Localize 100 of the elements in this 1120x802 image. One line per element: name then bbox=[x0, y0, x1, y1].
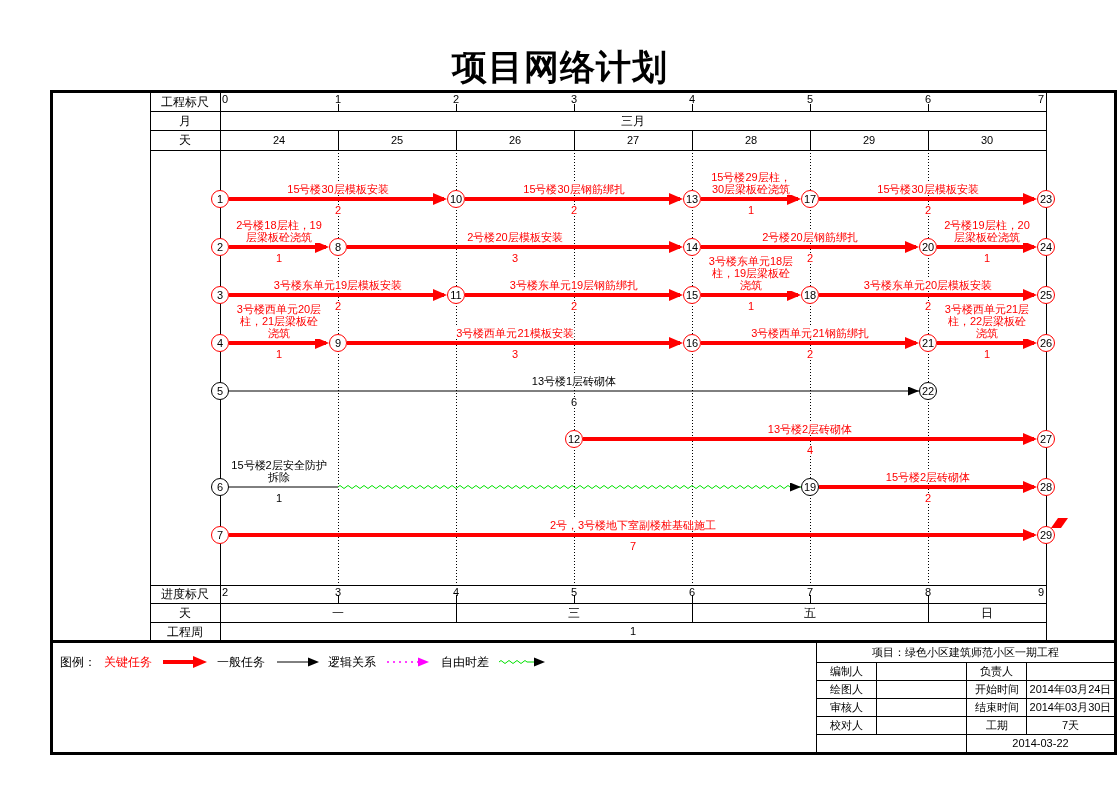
duration-number: 6 bbox=[569, 396, 579, 408]
task-label: 13号楼2层砖砌体 bbox=[766, 423, 854, 435]
task-label: 3号楼西单元21模板安装 bbox=[455, 327, 575, 339]
scale-number: 2 bbox=[452, 94, 460, 105]
task-label: 3号楼东单元20层模板安装 bbox=[862, 279, 994, 291]
arrow bbox=[701, 241, 919, 253]
duration-number: 2 bbox=[923, 492, 933, 504]
task-label: 13号楼1层砖砌体 bbox=[530, 375, 618, 387]
arrow bbox=[229, 193, 447, 205]
day-number: 27 bbox=[626, 134, 640, 146]
duration-number: 1 bbox=[274, 348, 284, 360]
arrow bbox=[228, 386, 920, 396]
duration-number: 1 bbox=[982, 348, 992, 360]
day-number: 28 bbox=[744, 134, 758, 146]
scale-number: 8 bbox=[924, 586, 932, 598]
duration-number: 2 bbox=[569, 204, 579, 216]
week-number: 1 bbox=[629, 626, 637, 637]
arrow bbox=[347, 337, 683, 349]
form-label: 编制人 bbox=[816, 662, 876, 680]
project-title: 项目：绿色小区建筑师范小区一期工程 bbox=[816, 643, 1114, 662]
scale-number: 1 bbox=[334, 94, 342, 105]
legend-label: 自由时差 bbox=[441, 655, 489, 669]
duration-number: 1 bbox=[274, 492, 284, 504]
scale-number: 6 bbox=[924, 94, 932, 105]
form-label: 审核人 bbox=[816, 698, 876, 716]
scale-number: 2 bbox=[222, 586, 229, 598]
arrow bbox=[819, 289, 1037, 301]
arrow bbox=[347, 241, 683, 253]
form-label: 校对人 bbox=[816, 716, 876, 734]
scale-number: 4 bbox=[688, 94, 696, 105]
form-label: 结束时间 bbox=[966, 698, 1026, 716]
row-label: 月 bbox=[179, 114, 191, 127]
weekday-label: 一 bbox=[332, 606, 344, 619]
weekday-label: 五 bbox=[804, 606, 816, 619]
duration-number: 2 bbox=[805, 252, 815, 264]
duration-number: 1 bbox=[274, 252, 284, 264]
form-label: 绘图人 bbox=[816, 680, 876, 698]
duration-number: 3 bbox=[510, 252, 520, 264]
form-value: 2014年03月30日 bbox=[1026, 698, 1114, 716]
task-label: 2号，3号楼地下室副楼桩基础施工 bbox=[548, 519, 718, 531]
row-label: 天 bbox=[179, 134, 191, 146]
duration-number: 1 bbox=[746, 300, 756, 312]
form-value: 2014年03月24日 bbox=[1026, 680, 1114, 698]
arrow bbox=[229, 529, 1037, 541]
scale-number: 0 bbox=[222, 94, 229, 105]
arrow bbox=[701, 289, 801, 301]
task-label: 3号楼西单元21层柱，22层梁板砼浇筑 bbox=[943, 303, 1031, 339]
arrow bbox=[701, 337, 919, 349]
form-label: 负责人 bbox=[966, 662, 1026, 680]
duration-number: 2 bbox=[333, 300, 343, 312]
weekday-label: 日 bbox=[981, 606, 993, 619]
weekday-label: 三 bbox=[568, 606, 580, 619]
task-label: 15号楼30层模板安装 bbox=[876, 183, 980, 195]
task-label: 3号楼东单元18层柱，19层梁板砼浇筑 bbox=[707, 255, 795, 291]
form-value: 7天 bbox=[1026, 716, 1114, 734]
scale-number: 7 bbox=[806, 586, 814, 598]
duration-number: 7 bbox=[628, 540, 638, 552]
duration-number: 2 bbox=[805, 348, 815, 360]
day-number: 24 bbox=[272, 134, 286, 146]
arrow bbox=[819, 193, 1037, 205]
arrow bbox=[819, 481, 1037, 493]
arrow bbox=[937, 337, 1037, 349]
arrow bbox=[229, 337, 329, 349]
arrow bbox=[228, 482, 802, 492]
arrow bbox=[701, 193, 801, 205]
duration-number: 1 bbox=[746, 204, 756, 216]
arrow bbox=[229, 241, 329, 253]
task-label: 2号楼20层钢筋绑扎 bbox=[761, 231, 859, 243]
scale-number: 7 bbox=[1037, 94, 1044, 105]
arrow bbox=[937, 241, 1037, 253]
diagram-title: 项目网络计划 bbox=[452, 47, 668, 89]
scale-number: 5 bbox=[806, 94, 814, 105]
day-number: 26 bbox=[508, 134, 522, 146]
task-label: 3号楼西单元21钢筋绑扎 bbox=[750, 327, 870, 339]
task-label: 3号楼东单元19层模板安装 bbox=[272, 279, 404, 291]
scale-number: 3 bbox=[570, 94, 578, 105]
duration-number: 2 bbox=[923, 300, 933, 312]
task-label: 2号楼20层模板安装 bbox=[466, 231, 564, 243]
arrow bbox=[465, 193, 683, 205]
duration-number: 4 bbox=[805, 444, 815, 456]
day-number: 25 bbox=[390, 134, 404, 146]
duration-number: 2 bbox=[569, 300, 579, 312]
task-label: 2号楼18层柱，19层梁板砼浇筑 bbox=[235, 219, 323, 243]
task-label: 15号楼30层钢筋绑扎 bbox=[522, 183, 626, 195]
row-label: 进度标尺 bbox=[161, 588, 209, 600]
day-number: 30 bbox=[980, 134, 994, 146]
arrow bbox=[465, 289, 683, 301]
scale-number: 9 bbox=[1037, 586, 1044, 598]
date-stamp: 2014-03-22 bbox=[966, 734, 1114, 752]
scale-number: 4 bbox=[452, 586, 460, 598]
task-label: 15号楼30层模板安装 bbox=[286, 183, 390, 195]
row-label: 工程周 bbox=[167, 625, 203, 638]
duration-number: 1 bbox=[982, 252, 992, 264]
duration-number: 3 bbox=[510, 348, 520, 360]
legend-label: 一般任务 bbox=[217, 655, 265, 669]
row-label: 天 bbox=[179, 606, 191, 619]
duration-number: 2 bbox=[923, 204, 933, 216]
task-label: 3号楼西单元20层柱，21层梁板砼浇筑 bbox=[235, 303, 323, 339]
form-label: 开始时间 bbox=[966, 680, 1026, 698]
legend-title: 图例： bbox=[60, 656, 96, 668]
